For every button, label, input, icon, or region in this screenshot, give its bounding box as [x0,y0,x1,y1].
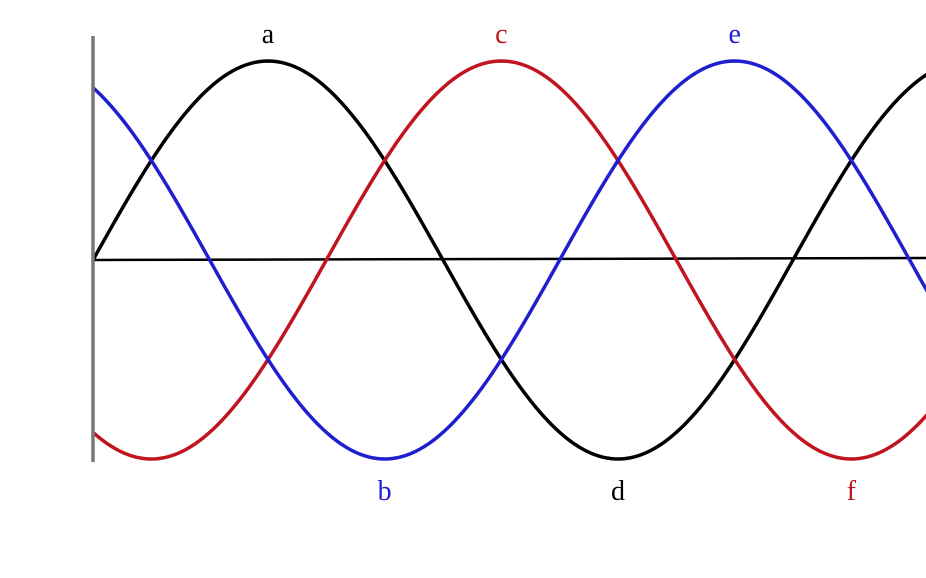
series-line-1 [91,59,926,461]
peak-label-c: c [495,19,507,50]
peak-label-a: a [262,19,275,50]
peak-label-e: e [728,19,740,50]
peak-label-d: d [611,476,625,507]
x-axis-baseline [92,256,926,262]
peak-label-b: b [378,476,392,507]
plot-area: a b c d e f [91,19,926,507]
series-line-2 [91,59,926,461]
series-line-3 [91,59,926,461]
peak-label-f: f [847,476,857,507]
